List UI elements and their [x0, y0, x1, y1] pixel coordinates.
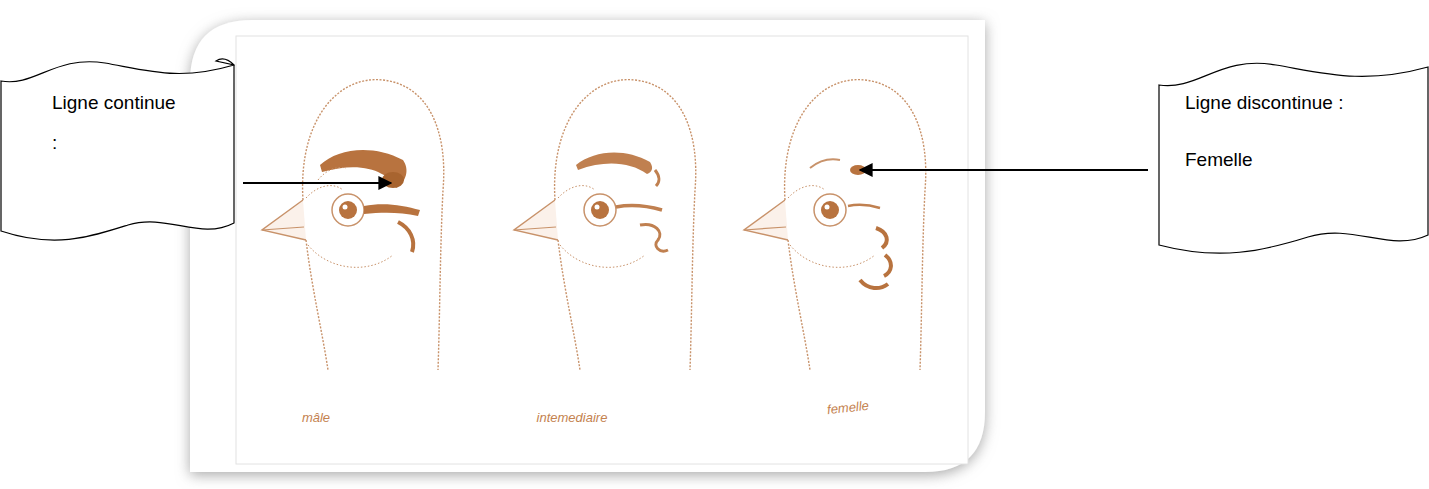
- callout-text: Femelle: [1185, 140, 1420, 180]
- picture-frame: [236, 36, 968, 464]
- head-caption: intemediaire: [537, 410, 608, 425]
- leader-arrow: [860, 169, 1148, 171]
- head-caption: mâle: [302, 410, 330, 425]
- scroll-shape: [1159, 63, 1428, 253]
- scroll-outline: [0, 55, 236, 240]
- intermediate-head: [514, 80, 696, 370]
- male-head: [262, 80, 444, 370]
- callout-text: Ligne continue :: [52, 83, 177, 163]
- scroll-callout: Ligne discontinue : Femelle: [1158, 55, 1429, 255]
- scroll-callout: Ligne continue :: [0, 55, 236, 240]
- picture-card: [190, 20, 985, 472]
- scroll-shape: [1, 59, 234, 240]
- callout-text: Ligne discontinue :: [1185, 83, 1420, 123]
- leader-arrow: [243, 182, 391, 184]
- female-head: [744, 80, 926, 370]
